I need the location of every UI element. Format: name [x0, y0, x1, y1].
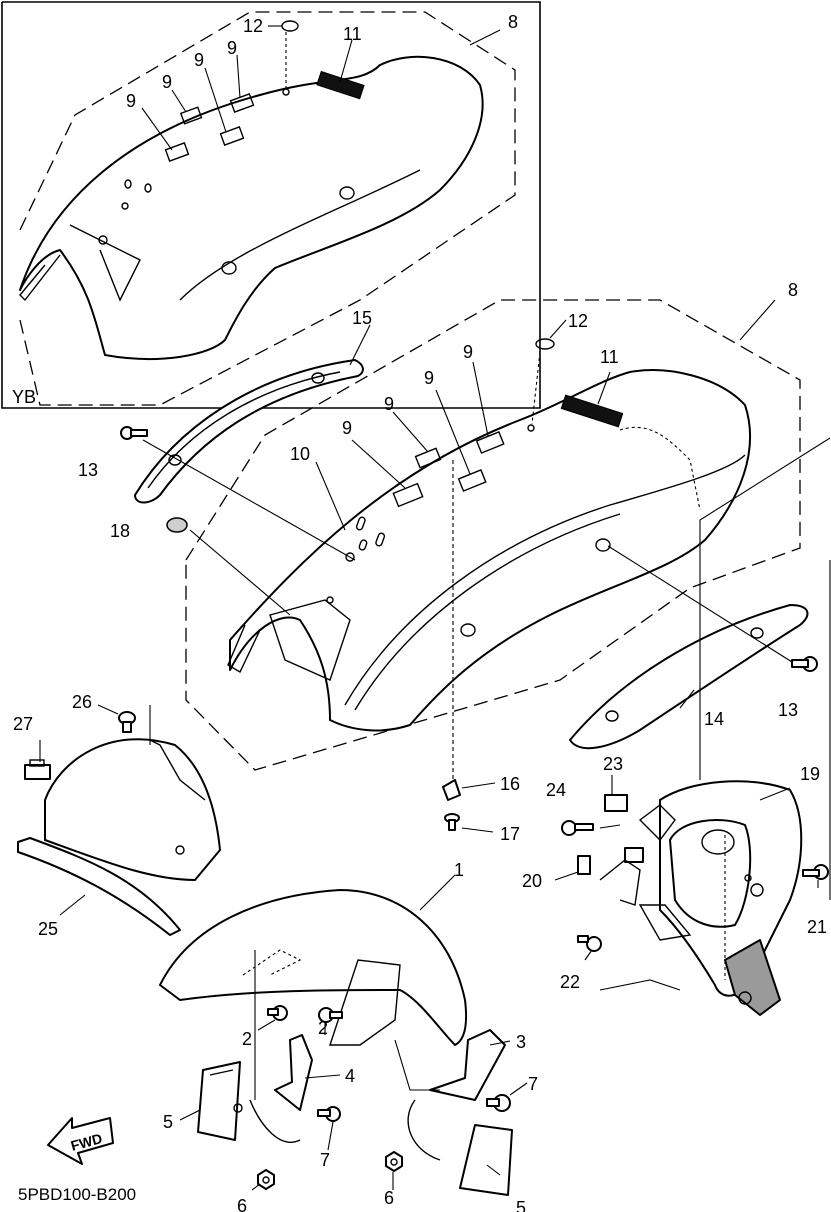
callout-9: 9	[424, 368, 434, 388]
bracket-3	[429, 1029, 506, 1101]
callout-6: 6	[384, 1188, 394, 1208]
callout-9: 9	[342, 418, 352, 438]
callout-13: 13	[78, 460, 98, 480]
callout-23: 23	[603, 754, 623, 774]
rear-fender-assembly	[120, 299, 818, 780]
callout-15: 15	[352, 308, 372, 328]
nut-6-left	[257, 1169, 275, 1190]
front-fender-cover	[17, 704, 221, 936]
bolt-2-left	[267, 1005, 288, 1021]
callout-12: 12	[568, 311, 588, 331]
callout-3: 3	[516, 1032, 526, 1052]
callout-20: 20	[522, 871, 542, 891]
side-rail-right	[569, 604, 809, 750]
callout-26: 26	[72, 692, 92, 712]
bolt-13-left	[120, 426, 148, 440]
callout-18: 18	[110, 521, 130, 541]
callout-24: 24	[546, 780, 566, 800]
drawing-code: 5PBD100-B200	[18, 1185, 136, 1204]
callout-2: 2	[242, 1029, 252, 1049]
bolt-21	[802, 864, 829, 880]
front-fender	[159, 889, 468, 1046]
callout-9: 9	[463, 342, 473, 362]
grommet-18	[166, 517, 188, 533]
callout-12: 12	[243, 16, 263, 36]
callout-25: 25	[38, 919, 58, 939]
callout-14: 14	[704, 709, 724, 729]
callout-19: 19	[800, 764, 820, 784]
callout-2: 2	[318, 1018, 328, 1038]
callout-10: 10	[290, 444, 310, 464]
callout-13: 13	[778, 700, 798, 720]
callout-5: 5	[516, 1198, 526, 1212]
nut-20	[577, 855, 591, 875]
clip-27	[24, 759, 51, 780]
side-rail-left	[134, 359, 364, 504]
callout-16: 16	[500, 774, 520, 794]
rear-fender-yb	[19, 55, 484, 360]
callout-9: 9	[194, 50, 204, 70]
callout-7: 7	[528, 1074, 538, 1094]
yb-variant-inset	[1, 1, 541, 409]
callout-9: 9	[126, 91, 136, 111]
callout-17: 17	[500, 824, 520, 844]
inset-variant-label: YB	[12, 387, 36, 407]
screw-17	[444, 813, 460, 831]
callout-11: 11	[343, 24, 362, 44]
bolt-7-left	[317, 1106, 341, 1122]
callout-8: 8	[788, 280, 798, 300]
bolt-7-right	[486, 1094, 511, 1112]
callout-11: 11	[600, 347, 619, 367]
callout-9: 9	[162, 72, 172, 92]
front-fender-assembly	[159, 874, 528, 1196]
bolt-22	[577, 935, 602, 952]
rivet-26	[118, 711, 136, 733]
fwd-direction-arrow: FWD	[47, 1117, 114, 1165]
callout-22: 22	[560, 972, 580, 992]
callout-27: 27	[13, 714, 33, 734]
reflector-5-left	[197, 1061, 241, 1141]
reflector-5-right	[459, 1124, 513, 1196]
bolt-2-right	[318, 1007, 343, 1023]
callout-1: 1	[454, 860, 464, 880]
callout-8: 8	[508, 12, 518, 32]
callout-4: 4	[345, 1066, 355, 1086]
fwd-label: FWD	[69, 1130, 104, 1154]
callout-6: 6	[237, 1196, 247, 1212]
rear-fender	[229, 369, 752, 732]
bracket-4	[274, 1034, 313, 1111]
clip-16	[442, 779, 461, 801]
clip-23	[604, 794, 628, 812]
callout-21: 21	[807, 917, 827, 937]
bolt-24	[561, 820, 594, 836]
nut-6-right	[385, 1151, 403, 1172]
callout-5: 5	[163, 1112, 173, 1132]
callout-7: 7	[320, 1150, 330, 1170]
bolt-13-right	[791, 656, 818, 672]
tail-light-assembly	[442, 437, 831, 1016]
callout-9: 9	[384, 394, 394, 414]
callout-9: 9	[227, 38, 237, 58]
